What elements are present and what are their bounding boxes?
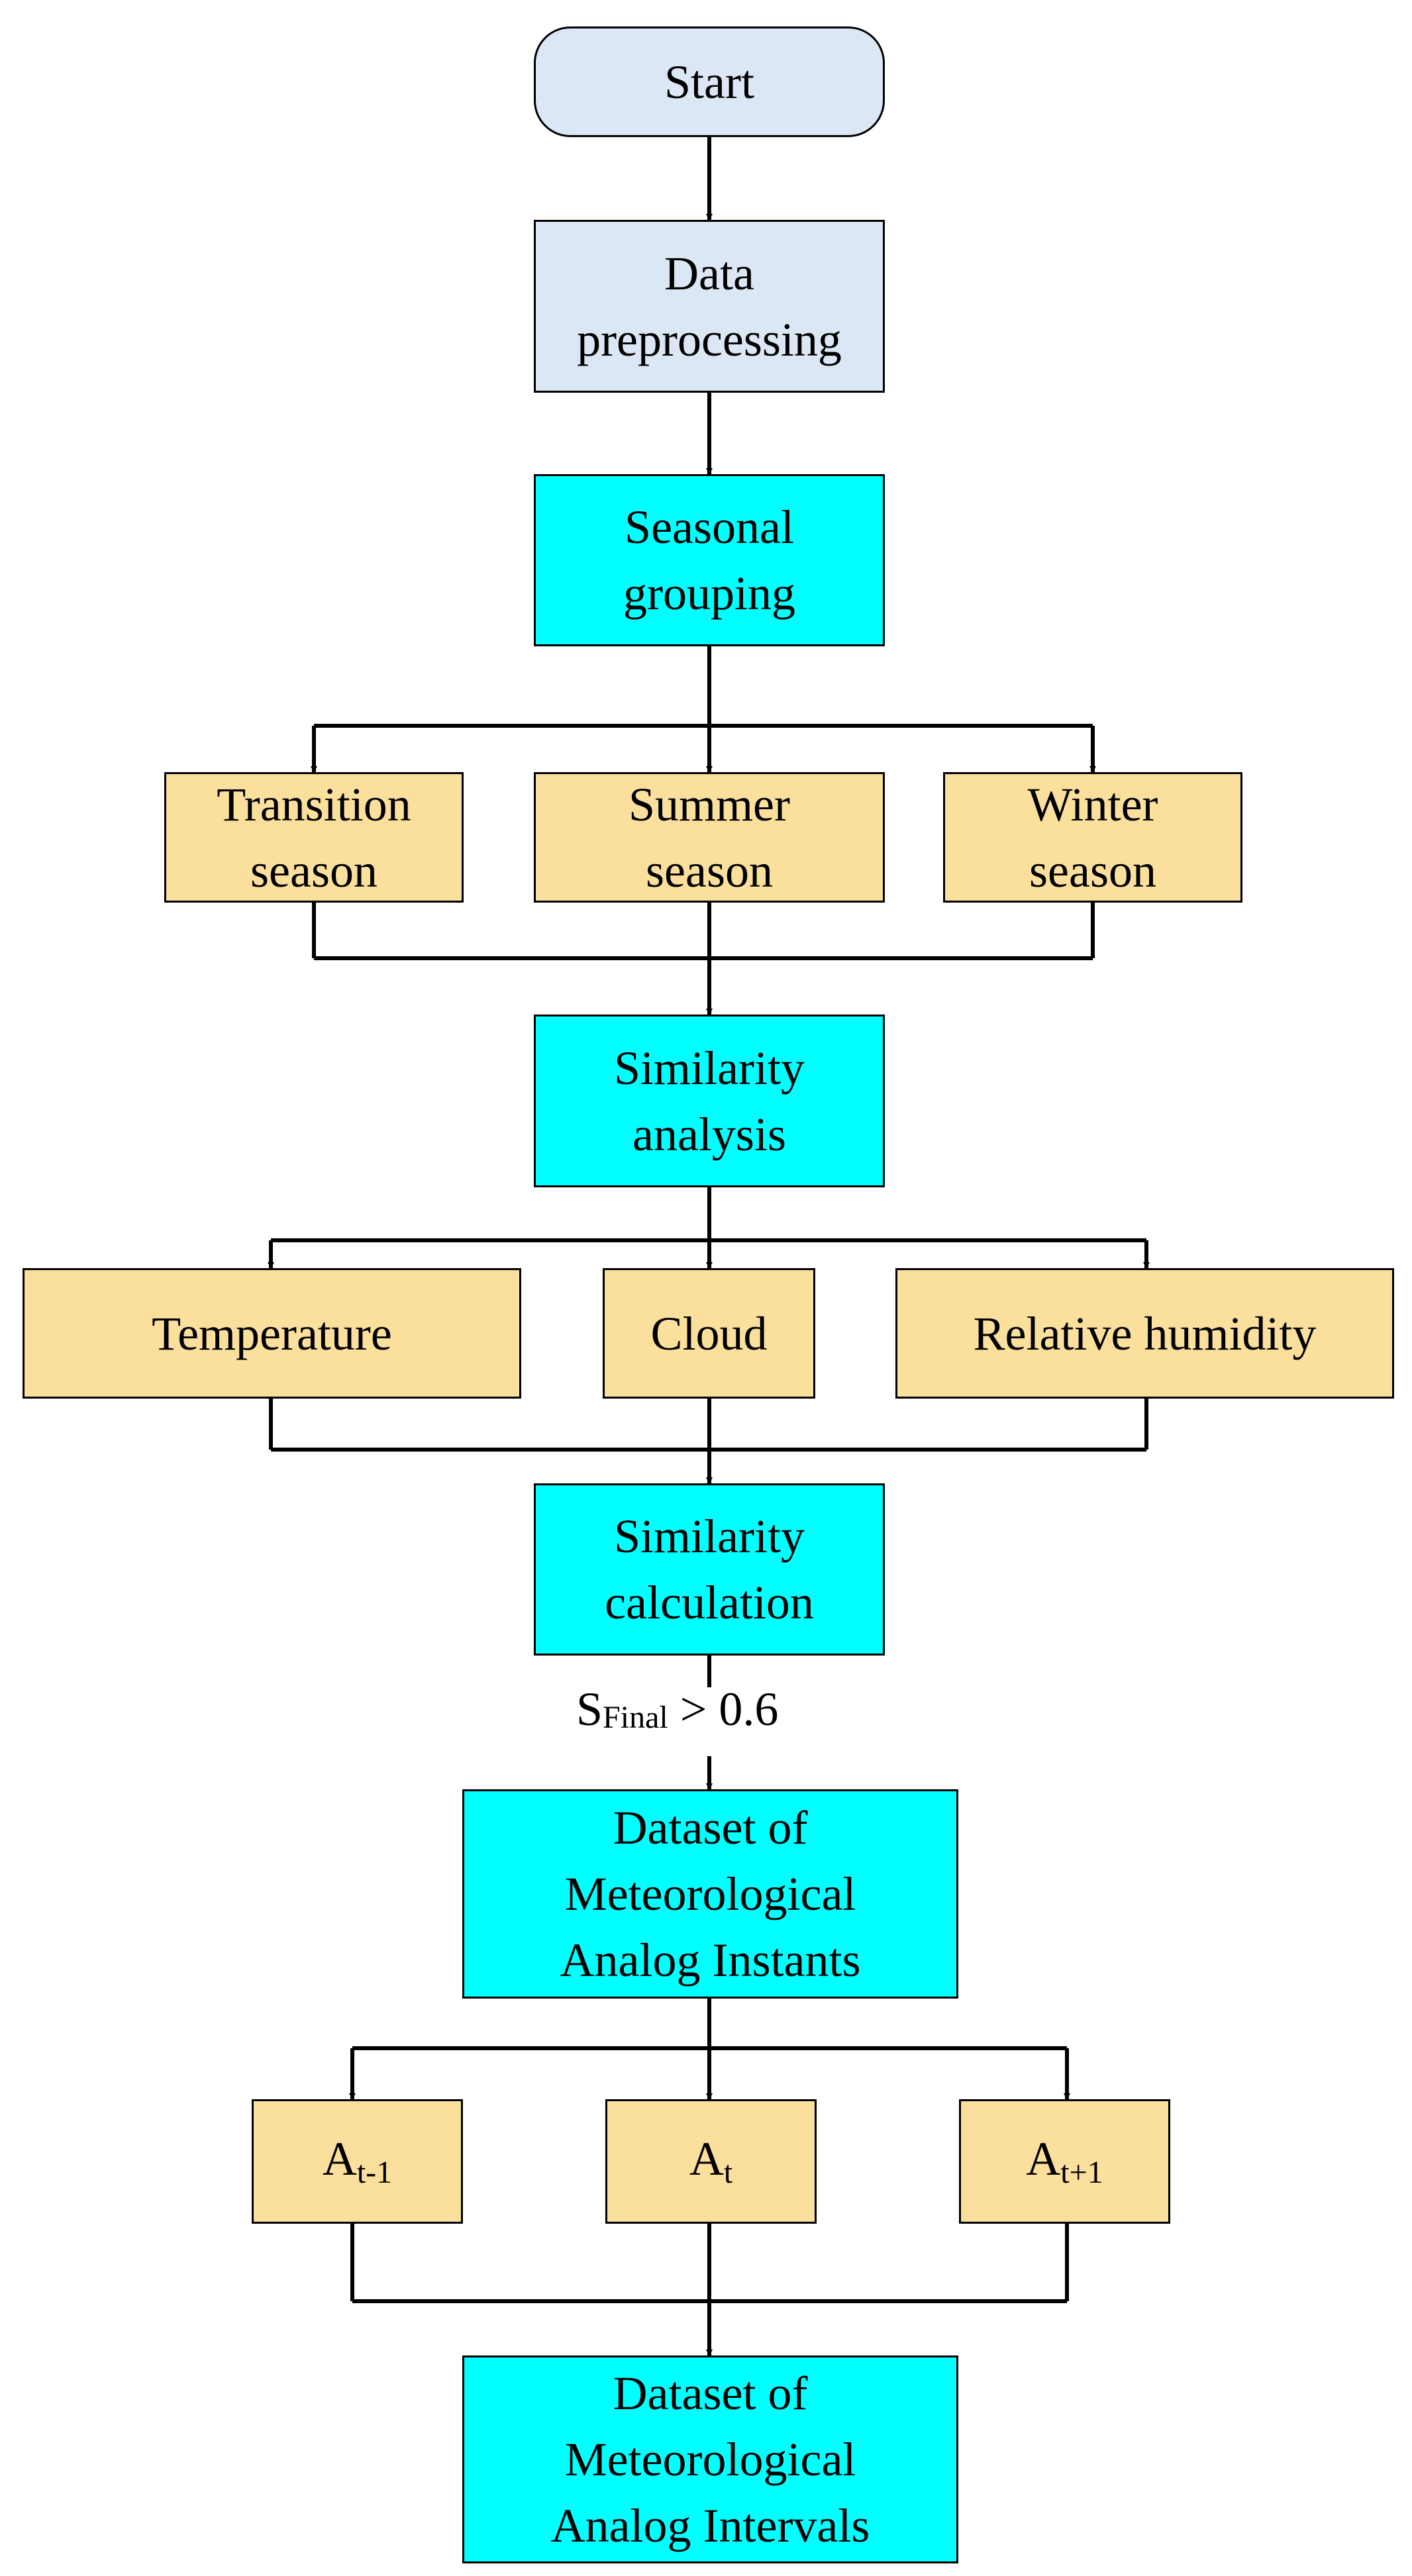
transition-season-node: Transition season: [164, 772, 464, 903]
summer-season-line-1: Summer: [629, 777, 790, 831]
similarity-calculation-line-2: calculation: [605, 1576, 814, 1629]
transition-season-line-1: Transition: [217, 777, 411, 831]
a-t-plus-1-subscript: t+1: [1060, 2154, 1103, 2190]
condition-relation: > 0.6: [668, 1683, 779, 1736]
similarity-analysis-line-1: Similarity: [614, 1041, 805, 1095]
analog-instants-line-2: Meteorological: [564, 1867, 856, 1920]
a-t-minus-1-symbol: A: [322, 2132, 357, 2185]
summer-season-line-2: season: [646, 844, 773, 897]
a-t-plus-1-symbol: A: [1026, 2132, 1061, 2185]
relative-humidity-node: Relative humidity: [895, 1268, 1394, 1399]
data-preprocessing-line-2: preprocessing: [577, 313, 842, 366]
a-t-subscript: t: [723, 2154, 733, 2190]
analog-instants-line-1: Dataset of: [613, 1801, 808, 1854]
seasonal-grouping-line-2: grouping: [623, 567, 795, 620]
relative-humidity-label: Relative humidity: [973, 1307, 1317, 1360]
similarity-calculation-line-1: Similarity: [614, 1510, 805, 1563]
similarity-analysis-line-2: analysis: [632, 1107, 786, 1161]
analog-instants-line-3: Analog Instants: [560, 1934, 861, 1987]
start-label: Start: [664, 55, 754, 109]
temperature-label: Temperature: [152, 1307, 392, 1360]
a-t-minus-1-subscript: t-1: [356, 2154, 393, 2190]
similarity-calculation-node: Similarity calculation: [534, 1483, 885, 1656]
seasonal-grouping-node: Seasonal grouping: [534, 474, 885, 646]
similarity-analysis-node: Similarity analysis: [534, 1015, 885, 1187]
start-node: Start: [534, 26, 885, 137]
a-t-symbol: A: [689, 2132, 724, 2185]
temperature-node: Temperature: [23, 1268, 521, 1399]
a-t-minus-1-node: At-1: [252, 2099, 463, 2224]
cloud-label: Cloud: [650, 1307, 768, 1360]
analog-instants-dataset-node: Dataset of Meteorological Analog Instant…: [462, 1789, 958, 1999]
a-t-plus-1-node: At+1: [959, 2099, 1170, 2224]
condition-symbol: S: [576, 1683, 603, 1736]
summer-season-node: Summer season: [534, 772, 885, 903]
seasonal-grouping-line-1: Seasonal: [625, 501, 794, 554]
winter-season-node: Winter season: [943, 772, 1242, 903]
analog-intervals-line-2: Meteorological: [564, 2433, 856, 2486]
threshold-condition: SFinal > 0.6: [576, 1682, 778, 1737]
analog-intervals-line-1: Dataset of: [613, 2367, 808, 2420]
analog-intervals-line-3: Analog Intervals: [550, 2499, 870, 2552]
transition-season-line-2: season: [250, 844, 378, 897]
winter-season-line-2: season: [1029, 844, 1156, 897]
data-preprocessing-line-1: Data: [664, 246, 754, 300]
winter-season-line-1: Winter: [1027, 777, 1158, 831]
analog-intervals-dataset-node: Dataset of Meteorological Analog Interva…: [462, 2355, 958, 2563]
a-t-node: At: [605, 2099, 817, 2224]
cloud-node: Cloud: [603, 1268, 815, 1399]
data-preprocessing-node: Data preprocessing: [534, 220, 885, 393]
condition-subscript: Final: [603, 1700, 668, 1735]
